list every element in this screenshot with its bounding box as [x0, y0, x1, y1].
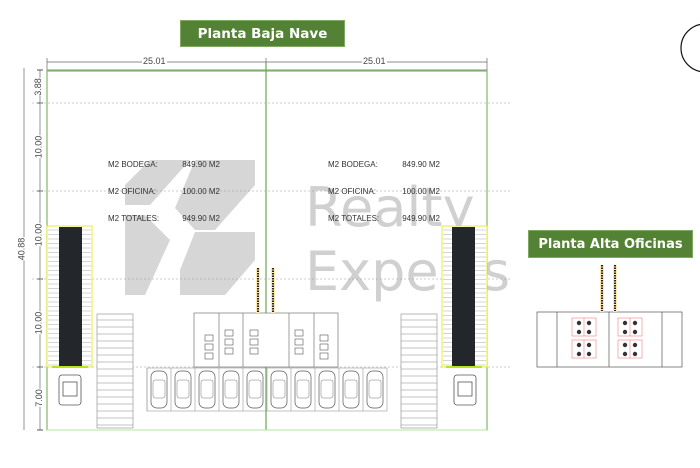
parking-space — [266, 368, 288, 411]
car-icon — [270, 370, 288, 409]
car-icon — [294, 370, 312, 409]
upper-floor-plan — [536, 311, 683, 368]
car-icon — [318, 370, 336, 409]
title-upper-floor: Planta Alta Oficinas — [528, 230, 693, 258]
dim-top-right: 25.01 — [362, 56, 387, 66]
dim-top-left: 25.01 — [142, 56, 167, 66]
area-value: 849.90 M2 — [402, 160, 440, 169]
dim-seg-3: 10.00 — [33, 223, 44, 247]
north-arrow-icon — [680, 23, 700, 73]
area-label: M2 BODEGA: — [108, 160, 158, 169]
area-value: 849.90 M2 — [182, 160, 220, 169]
area-value: 100.00 M2 — [402, 187, 440, 196]
unit-left-areas: M2 BODEGA: 849.90 M2 M2 OFICINA: 100.00 M2… — [108, 142, 220, 232]
unit-right-areas: M2 BODEGA: 849.90 M2 M2 OFICINA: 100.00 M2… — [328, 142, 440, 232]
car-icon — [174, 370, 192, 409]
parking-space — [242, 368, 264, 411]
area-value: 949.90 M2 — [402, 214, 440, 223]
area-label: M2 OFICINA: — [108, 187, 157, 196]
car-icon — [246, 370, 264, 409]
rack-right — [441, 225, 488, 368]
parking-space — [170, 368, 192, 411]
parking-space — [314, 368, 336, 411]
title-ground-floor: Planta Baja Nave — [180, 20, 345, 47]
area-label: M2 TOTALES: — [108, 214, 160, 223]
rack-left — [46, 225, 93, 368]
area-label: M2 BODEGA: — [328, 160, 378, 169]
dim-seg-5: 7.00 — [33, 389, 44, 407]
area-label: M2 TOTALES: — [328, 214, 380, 223]
area-label: M2 OFICINA: — [328, 187, 377, 196]
dim-total-depth: 40.88 — [16, 237, 27, 261]
dim-seg-2: 10.00 — [33, 135, 44, 159]
dim-seg-4: 10.00 — [33, 311, 44, 335]
parking-space — [218, 368, 240, 411]
parking-space — [290, 368, 312, 411]
area-value: 100.00 M2 — [182, 187, 220, 196]
area-value: 949.90 M2 — [182, 214, 220, 223]
car-icon — [222, 370, 240, 409]
parking-space — [362, 368, 384, 411]
parking-space — [338, 368, 360, 411]
car-icon — [342, 370, 360, 409]
parking-space — [146, 368, 168, 411]
dim-seg-1: 3.88 — [32, 78, 43, 96]
car-icon — [198, 370, 216, 409]
car-icon — [150, 370, 168, 409]
parking-space — [194, 368, 216, 411]
car-icon — [366, 370, 384, 409]
